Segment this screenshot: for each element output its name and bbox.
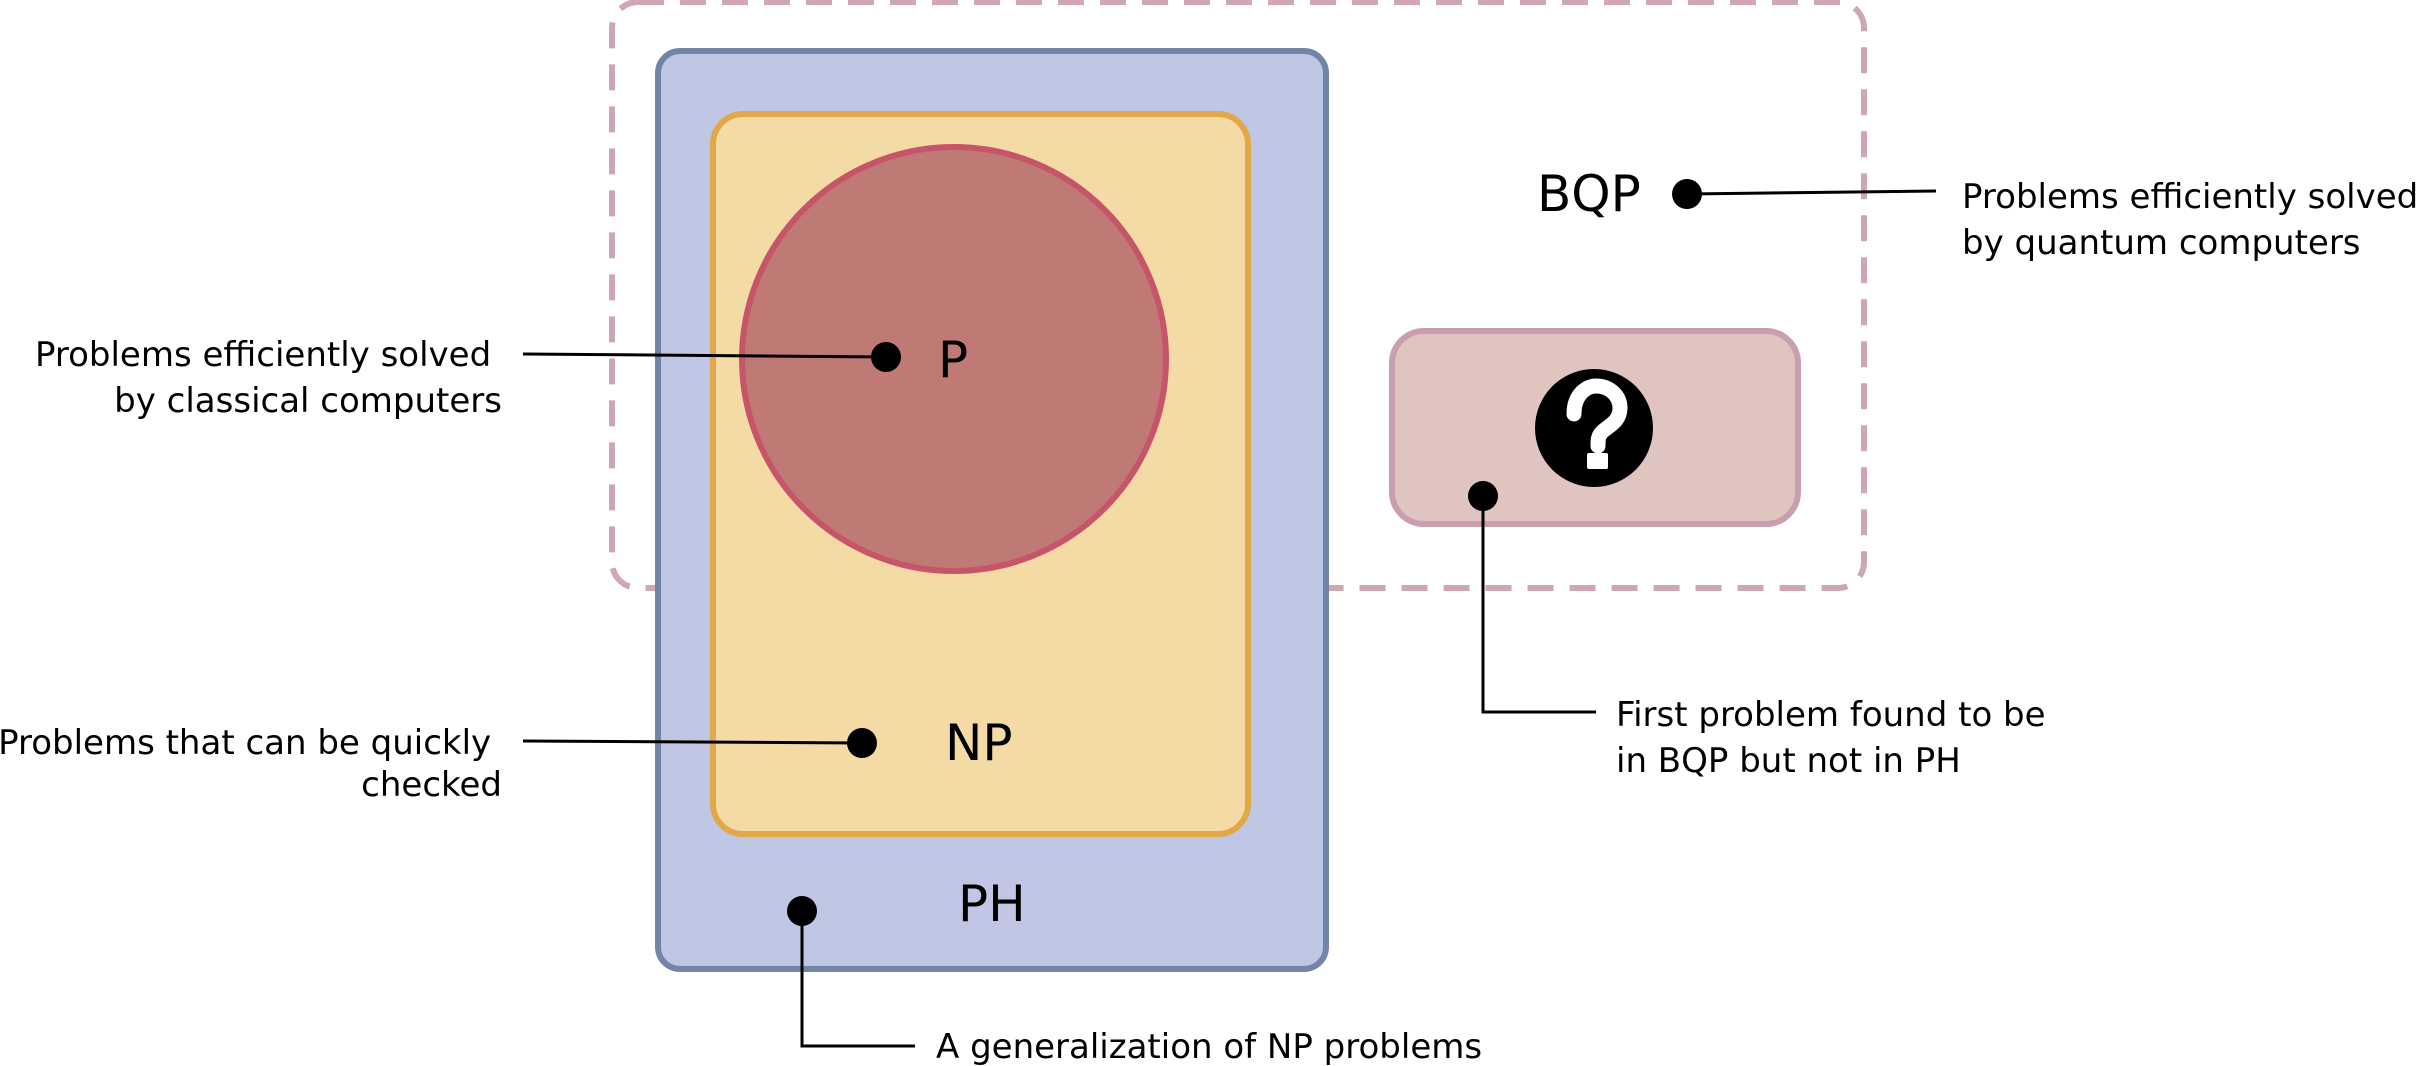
ph-label: PH: [958, 875, 1026, 933]
np-annotation: Problems that can be quickly checked: [0, 723, 502, 805]
bqp-leader-line: [1686, 189, 1937, 196]
unknown-annotation: First problem found to be in BQP but not…: [1616, 695, 2056, 781]
p-annotation: Problems efficiently solved by classical…: [35, 335, 502, 421]
np-leader-line: [522, 739, 863, 745]
p-leader-line: [522, 352, 887, 359]
bqp-marker-dot: [1672, 179, 1702, 209]
question-mark-icon: [1535, 369, 1653, 487]
ph-leader-line: [800, 911, 915, 1048]
unknown-leader-line: [1481, 496, 1596, 714]
np-label: NP: [945, 714, 1013, 772]
ph-marker-dot: [787, 896, 817, 926]
p-region: [739, 144, 1169, 574]
p-label: P: [938, 331, 968, 389]
ph-annotation: A generalization of NP problems: [936, 1027, 1482, 1066]
bqp-annotation: Problems efficiently solved by quantum c…: [1962, 177, 2426, 263]
p-marker-dot: [871, 342, 901, 372]
bqp-label: BQP: [1537, 165, 1641, 223]
np-marker-dot: [847, 728, 877, 758]
unknown-marker-dot: [1468, 481, 1498, 511]
